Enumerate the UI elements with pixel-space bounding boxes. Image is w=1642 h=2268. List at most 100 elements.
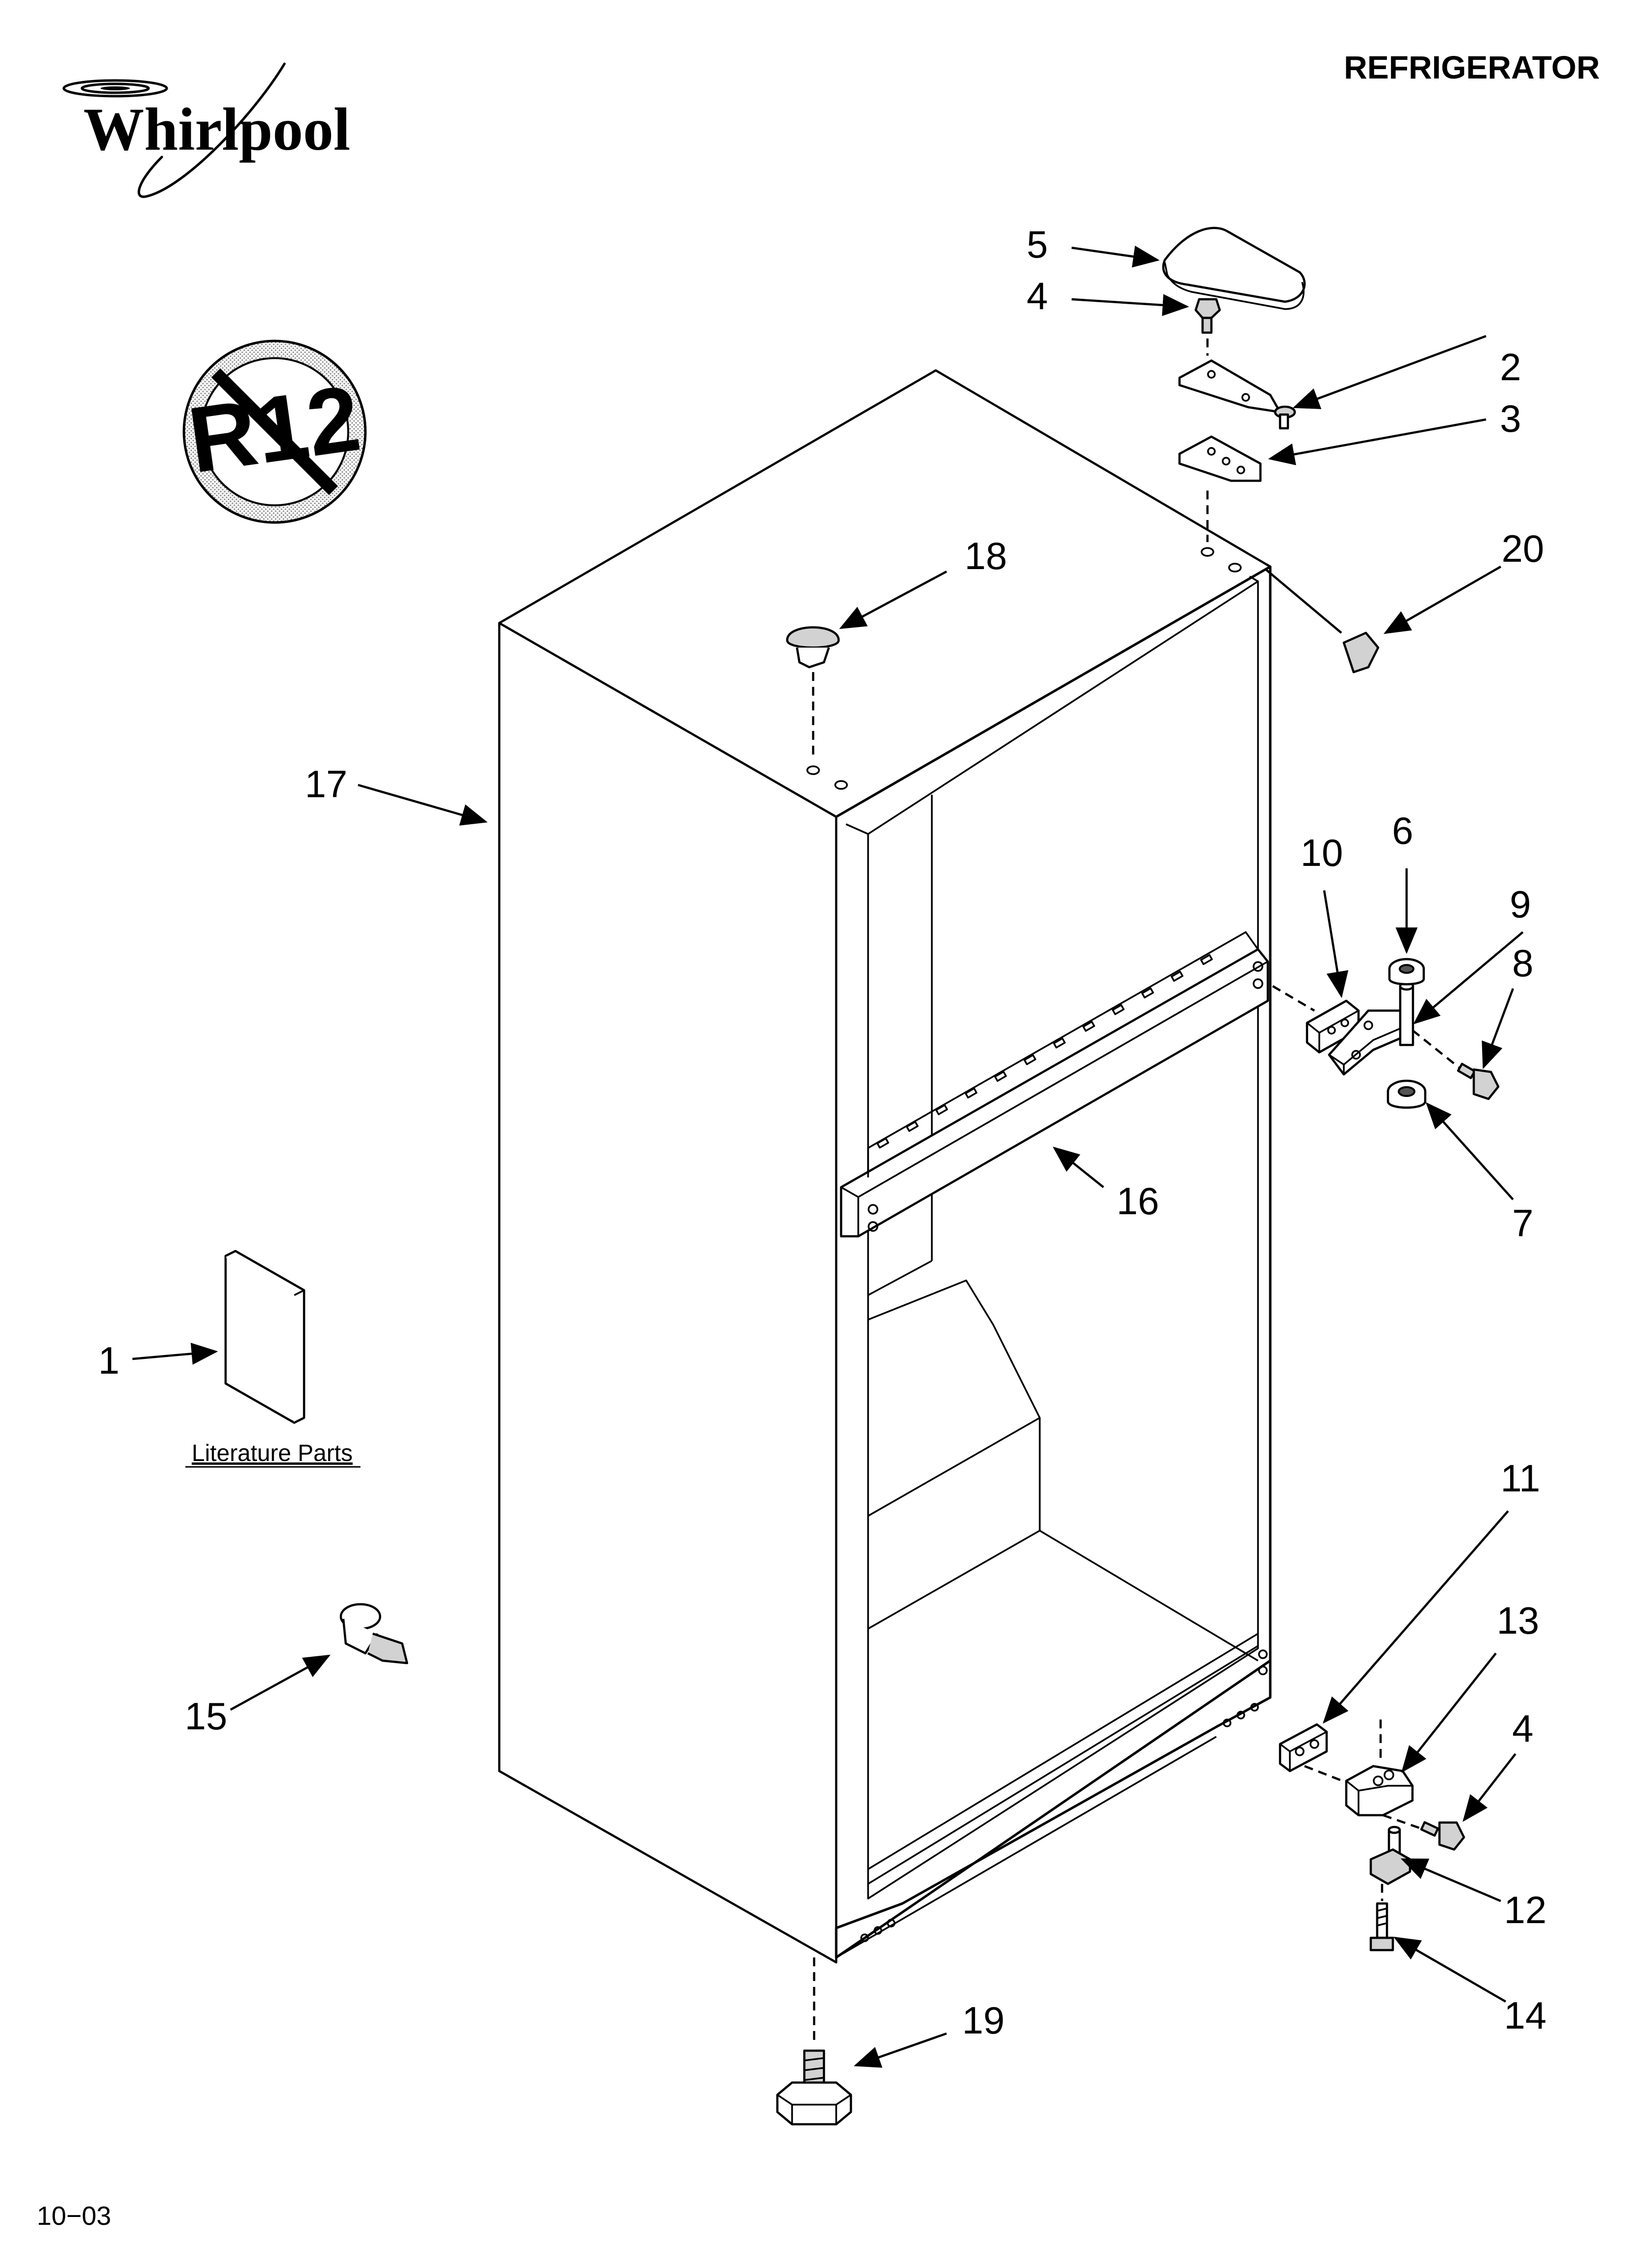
frame-corner-right xyxy=(1249,575,1258,582)
revision-code: 10−03 xyxy=(37,2201,111,2231)
leveler-foot xyxy=(776,2081,852,2126)
hinge-shim-3 xyxy=(1178,435,1262,482)
bushing6-side xyxy=(1388,969,1425,986)
logo-swirl-inner xyxy=(80,82,150,94)
rail-hole xyxy=(1253,978,1263,989)
hinge-hole xyxy=(1241,393,1250,402)
callout-14: 14 xyxy=(1504,1994,1547,2037)
leader-20 xyxy=(1384,566,1502,634)
callout-11: 11 xyxy=(1501,1457,1540,1500)
leader-lines xyxy=(132,245,1524,2068)
rail-hole xyxy=(860,1933,869,1942)
top-hole xyxy=(834,780,848,790)
hinge9-hole xyxy=(1363,1020,1373,1030)
hinge9-face xyxy=(1343,1024,1408,1066)
leader-18 xyxy=(839,571,948,629)
hinge-screw-4-bottom xyxy=(1420,1821,1465,1851)
screw4b-dash xyxy=(1383,1814,1433,1834)
center-hinge-dash xyxy=(1272,985,1315,1012)
logo-swirl-outer xyxy=(62,79,168,98)
callout-3: 3 xyxy=(1500,397,1521,440)
logo-swirl-core xyxy=(101,86,130,90)
clip-tab xyxy=(367,1632,409,1665)
screw8-dash xyxy=(1411,1029,1462,1070)
callout-13: 13 xyxy=(1497,1599,1539,1642)
liner-back-step xyxy=(868,1260,932,1296)
screw-shank xyxy=(1201,316,1213,334)
callout-4-top: 4 xyxy=(1026,274,1048,317)
screw8-shank xyxy=(1457,1063,1476,1079)
frame-hole xyxy=(1258,1649,1268,1659)
leader-8 xyxy=(1482,988,1514,1069)
cabinet-side xyxy=(498,622,838,1964)
whirlpool-logo: Whirlpool xyxy=(62,62,350,198)
liner-floor-lip xyxy=(868,1645,1258,1885)
callout-9: 9 xyxy=(1510,883,1531,926)
bushing-7 xyxy=(1386,1079,1427,1109)
hinge13-hole xyxy=(1384,1770,1394,1780)
leader-19 xyxy=(853,2032,947,2068)
cover-shell xyxy=(1162,227,1306,303)
leader-16 xyxy=(1052,1147,1104,1188)
page-title: REFRIGERATOR xyxy=(1344,49,1600,85)
liner-floor-front xyxy=(868,1633,1258,1870)
shim10-top xyxy=(1319,1010,1359,1034)
pin12-base xyxy=(1369,1848,1411,1885)
badge-slash xyxy=(211,368,338,495)
rail-edge xyxy=(858,961,1268,1198)
bushing7-hole xyxy=(1398,1086,1415,1097)
callout-6: 6 xyxy=(1392,809,1413,852)
hinge13-top xyxy=(1358,1785,1412,1792)
hinge-shim-11 xyxy=(1279,1723,1328,1773)
callout-8: 8 xyxy=(1512,941,1533,985)
shim-hole xyxy=(1236,466,1245,474)
leveler-foot-facets xyxy=(791,2105,837,2124)
crisper-step-upper xyxy=(868,1279,1041,1517)
leader-9 xyxy=(1413,931,1524,1024)
shim11-hole xyxy=(1295,1747,1305,1756)
leader-11 xyxy=(1323,1510,1509,1724)
callout-12: 12 xyxy=(1504,1888,1547,1931)
screw8-head xyxy=(1472,1068,1500,1100)
liner-floor-edge xyxy=(1039,1530,1258,1662)
top-hole xyxy=(1201,547,1214,557)
leader-5 xyxy=(1071,245,1160,268)
callout-labels: 1 2 3 4 4 5 6 7 8 9 10 11 12 13 14 15 16… xyxy=(98,223,1546,2042)
stopper-body xyxy=(1342,631,1380,674)
clip-part-15 xyxy=(339,1603,409,1665)
bushing7-side xyxy=(1386,1092,1427,1109)
leader-10 xyxy=(1323,890,1349,998)
leader-1 xyxy=(132,1342,218,1365)
callout-4-bottom: 4 xyxy=(1512,1707,1533,1750)
leveler-foot-edge xyxy=(777,2094,851,2106)
callout-18: 18 xyxy=(965,534,1007,577)
bottom-hinge-13 xyxy=(1345,1765,1414,1817)
callout-16: 16 xyxy=(1117,1179,1159,1223)
frame-hole xyxy=(1258,1666,1268,1675)
rail-hole xyxy=(868,1204,878,1215)
cover-lip xyxy=(1164,262,1305,310)
bushing-6 xyxy=(1388,958,1425,986)
callout-15: 15 xyxy=(185,1694,228,1738)
callout-2: 2 xyxy=(1500,345,1521,389)
rail-hole xyxy=(887,1919,896,1928)
literature-caption: Literature Parts xyxy=(192,1440,353,1466)
screw4b-shank xyxy=(1420,1821,1439,1837)
r12-prohibited-badge: R12 xyxy=(182,339,367,524)
crisper-step-lower xyxy=(868,1418,1041,1630)
hinge9-pin xyxy=(1399,985,1414,1046)
callout-17: 17 xyxy=(305,762,348,806)
leader-17 xyxy=(358,783,488,826)
hinge13-hole xyxy=(1373,1775,1384,1786)
rail-slots xyxy=(876,954,1213,1149)
screw14-head xyxy=(1369,1936,1394,1952)
leader-7 xyxy=(1425,1102,1514,1200)
leader-14 xyxy=(1393,1936,1507,2003)
shim11-hole xyxy=(1309,1739,1319,1749)
hinge-pin-12 xyxy=(1369,1825,1411,1885)
leveling-leg-19 xyxy=(776,2049,852,2126)
shim-plate xyxy=(1178,435,1262,482)
stopper-20 xyxy=(1342,631,1380,674)
leader-3 xyxy=(1268,418,1487,466)
